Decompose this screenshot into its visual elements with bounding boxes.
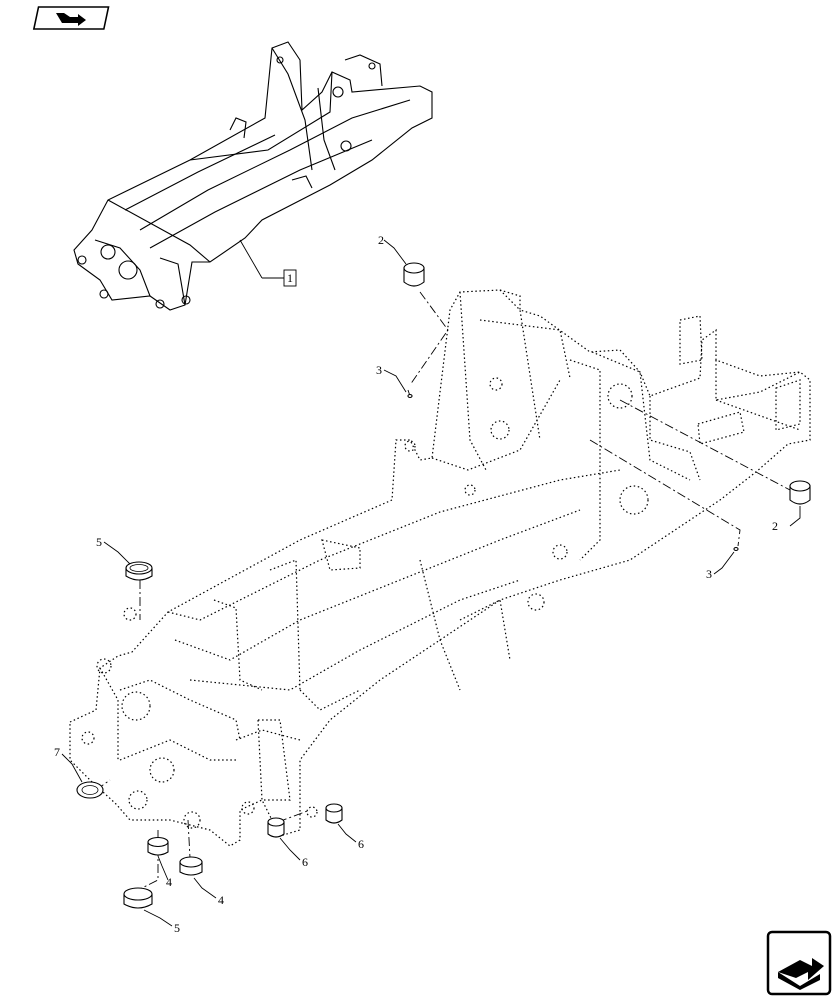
ring-4-right — [179, 856, 203, 876]
thumbnail-callout-1: 1 — [287, 271, 293, 285]
washer-7 — [76, 781, 104, 799]
page-back-arrow-icon[interactable] — [32, 6, 110, 30]
callout-5-bottom: 5 — [174, 921, 180, 935]
pin-3-top — [407, 389, 413, 399]
pin-3-right — [733, 546, 739, 552]
frame-thumbnail: 1 — [73, 41, 433, 311]
ring-5-top — [125, 561, 153, 581]
callout-2-right: 2 — [772, 519, 778, 533]
bushing-2-right — [789, 480, 811, 505]
callout-6-left: 6 — [302, 855, 308, 869]
ring-4-left — [147, 836, 169, 856]
next-page-arrow-icon[interactable] — [766, 930, 832, 996]
callout-3-top: 3 — [376, 363, 382, 377]
callout-4-left: 4 — [166, 875, 172, 889]
callout-2-top: 2 — [378, 233, 384, 247]
assembly-axis-lines — [95, 291, 791, 891]
callout-3-right: 3 — [706, 567, 712, 581]
bushing-6-right — [325, 803, 343, 824]
bushing-6-left — [267, 817, 285, 838]
ring-5-bottom — [123, 887, 153, 909]
callout-leaders — [61, 239, 801, 927]
main-frame-outline — [69, 289, 811, 847]
callout-7: 7 — [54, 745, 60, 759]
bushing-2-top — [403, 262, 425, 287]
callout-6-right: 6 — [358, 837, 364, 851]
callout-4-right: 4 — [218, 893, 224, 907]
callout-5-top: 5 — [96, 535, 102, 549]
